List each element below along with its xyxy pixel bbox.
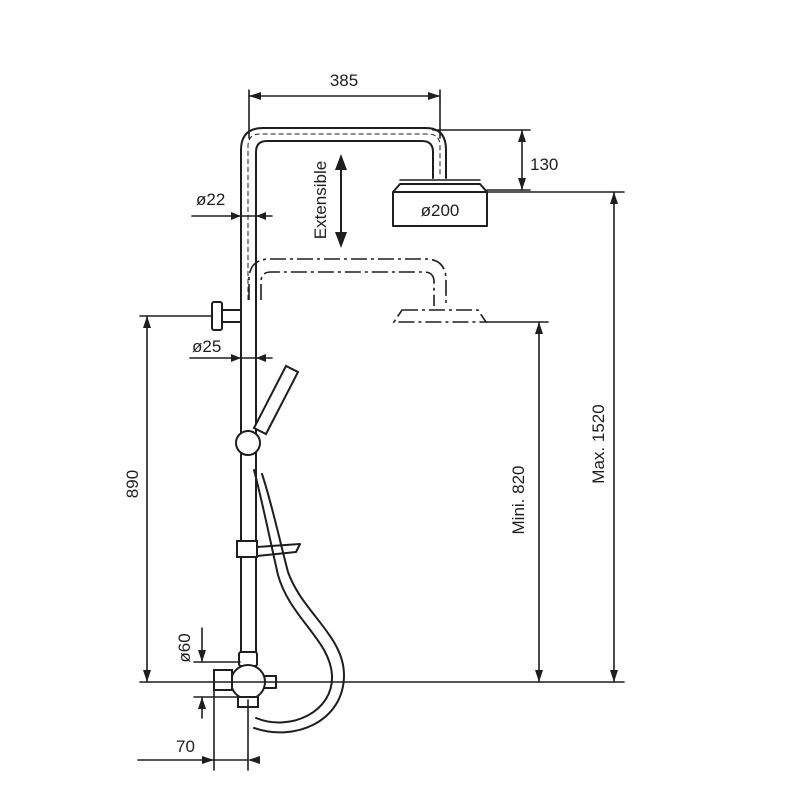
mini-820-dimension — [485, 321, 549, 683]
pipe-diameter-top-dimension — [191, 212, 273, 220]
retracted-shower-arm — [248, 258, 447, 306]
max-1520-label: Max. 1520 — [589, 404, 608, 483]
head-diameter-label: ø200 — [421, 201, 460, 220]
mixer-valve — [213, 651, 277, 708]
diameter-60-dimension — [193, 627, 241, 719]
hand-shower — [235, 364, 300, 456]
pipe-diameter-lower-label: ø25 — [192, 337, 221, 356]
upper-shower-arm — [240, 127, 447, 679]
flexible-hose — [253, 469, 345, 734]
sliding-bracket — [236, 540, 301, 558]
head-height-130-dimension — [432, 129, 531, 191]
height-890-dimension — [139, 315, 213, 683]
depth-70-dimension — [137, 689, 260, 771]
depth-70-label: 70 — [176, 737, 195, 756]
extensible-arrow — [335, 154, 347, 248]
pipe-diameter-top-label: ø22 — [196, 190, 225, 209]
head-height-130-label: 130 — [530, 155, 558, 174]
slider-knob — [211, 301, 242, 331]
mini-820-label: Mini. 820 — [509, 466, 528, 535]
width-385-dimension — [248, 89, 441, 139]
diameter-60-label: ø60 — [175, 633, 194, 662]
width-385-label: 385 — [330, 71, 358, 90]
pipe-diameter-lower-dimension — [189, 354, 273, 362]
extensible-label: Extensible — [311, 161, 330, 239]
overhead-shower-head-retracted — [392, 309, 488, 323]
height-890-label: 890 — [123, 470, 142, 498]
max-1520-dimension — [486, 191, 625, 683]
